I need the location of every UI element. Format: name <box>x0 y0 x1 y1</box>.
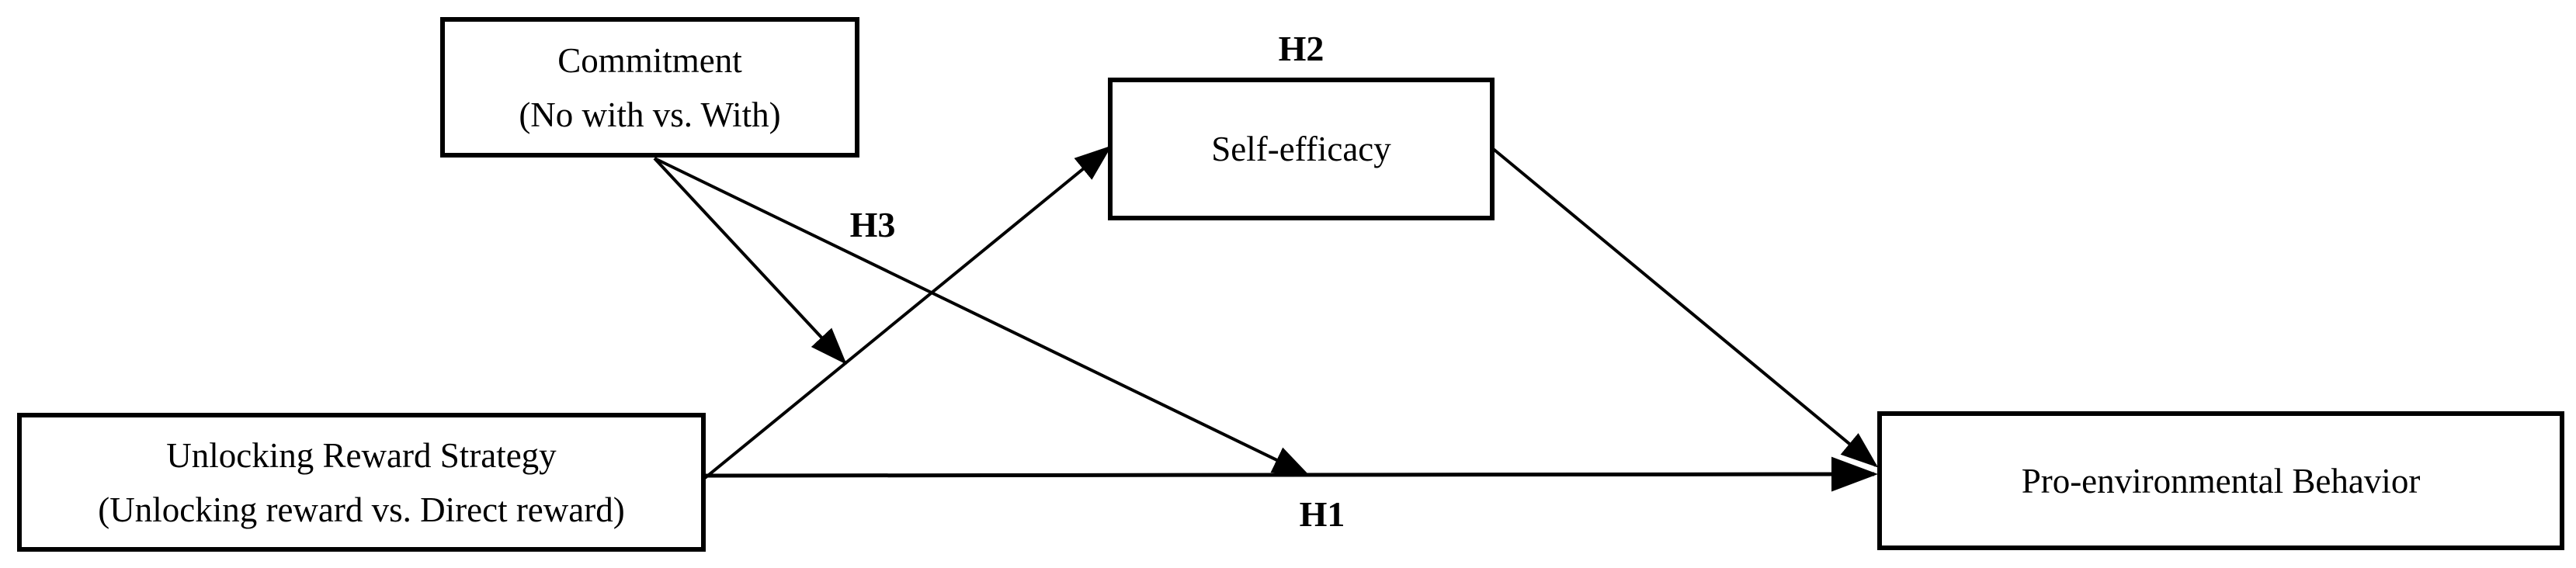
arrow-unlocking-to-self-efficacy <box>703 145 1113 480</box>
node-commitment: Commitment (No with vs. With) <box>440 17 859 158</box>
arrow-commitment-to-direct-path-h3 <box>654 157 1311 476</box>
node-unlocking-reward-strategy: Unlocking Reward Strategy (Unlocking rew… <box>17 413 706 552</box>
label-h2: H2 <box>1278 29 1324 68</box>
node-pro-environmental-title: Pro-environmental Behavior <box>2021 461 2421 500</box>
node-unlocking-subtitle: (Unlocking reward vs. Direct reward) <box>98 490 625 529</box>
node-unlocking-title: Unlocking Reward Strategy <box>166 435 557 475</box>
arrow-self-efficacy-to-pro-environmental <box>1490 146 1879 468</box>
label-h1: H1 <box>1299 494 1345 534</box>
node-self-efficacy-title: Self-efficacy <box>1211 130 1391 168</box>
node-commitment-subtitle: (No with vs. With) <box>519 95 781 134</box>
node-pro-environmental-behavior: Pro-environmental Behavior <box>1877 411 2564 550</box>
node-commitment-title: Commitment <box>557 40 742 80</box>
node-self-efficacy: Self-efficacy <box>1108 78 1495 220</box>
arrow-unlocking-to-pro-environmental-h1 <box>704 456 1878 492</box>
label-h3: H3 <box>849 205 896 244</box>
arrow-commitment-to-mediation-path <box>653 157 847 365</box>
